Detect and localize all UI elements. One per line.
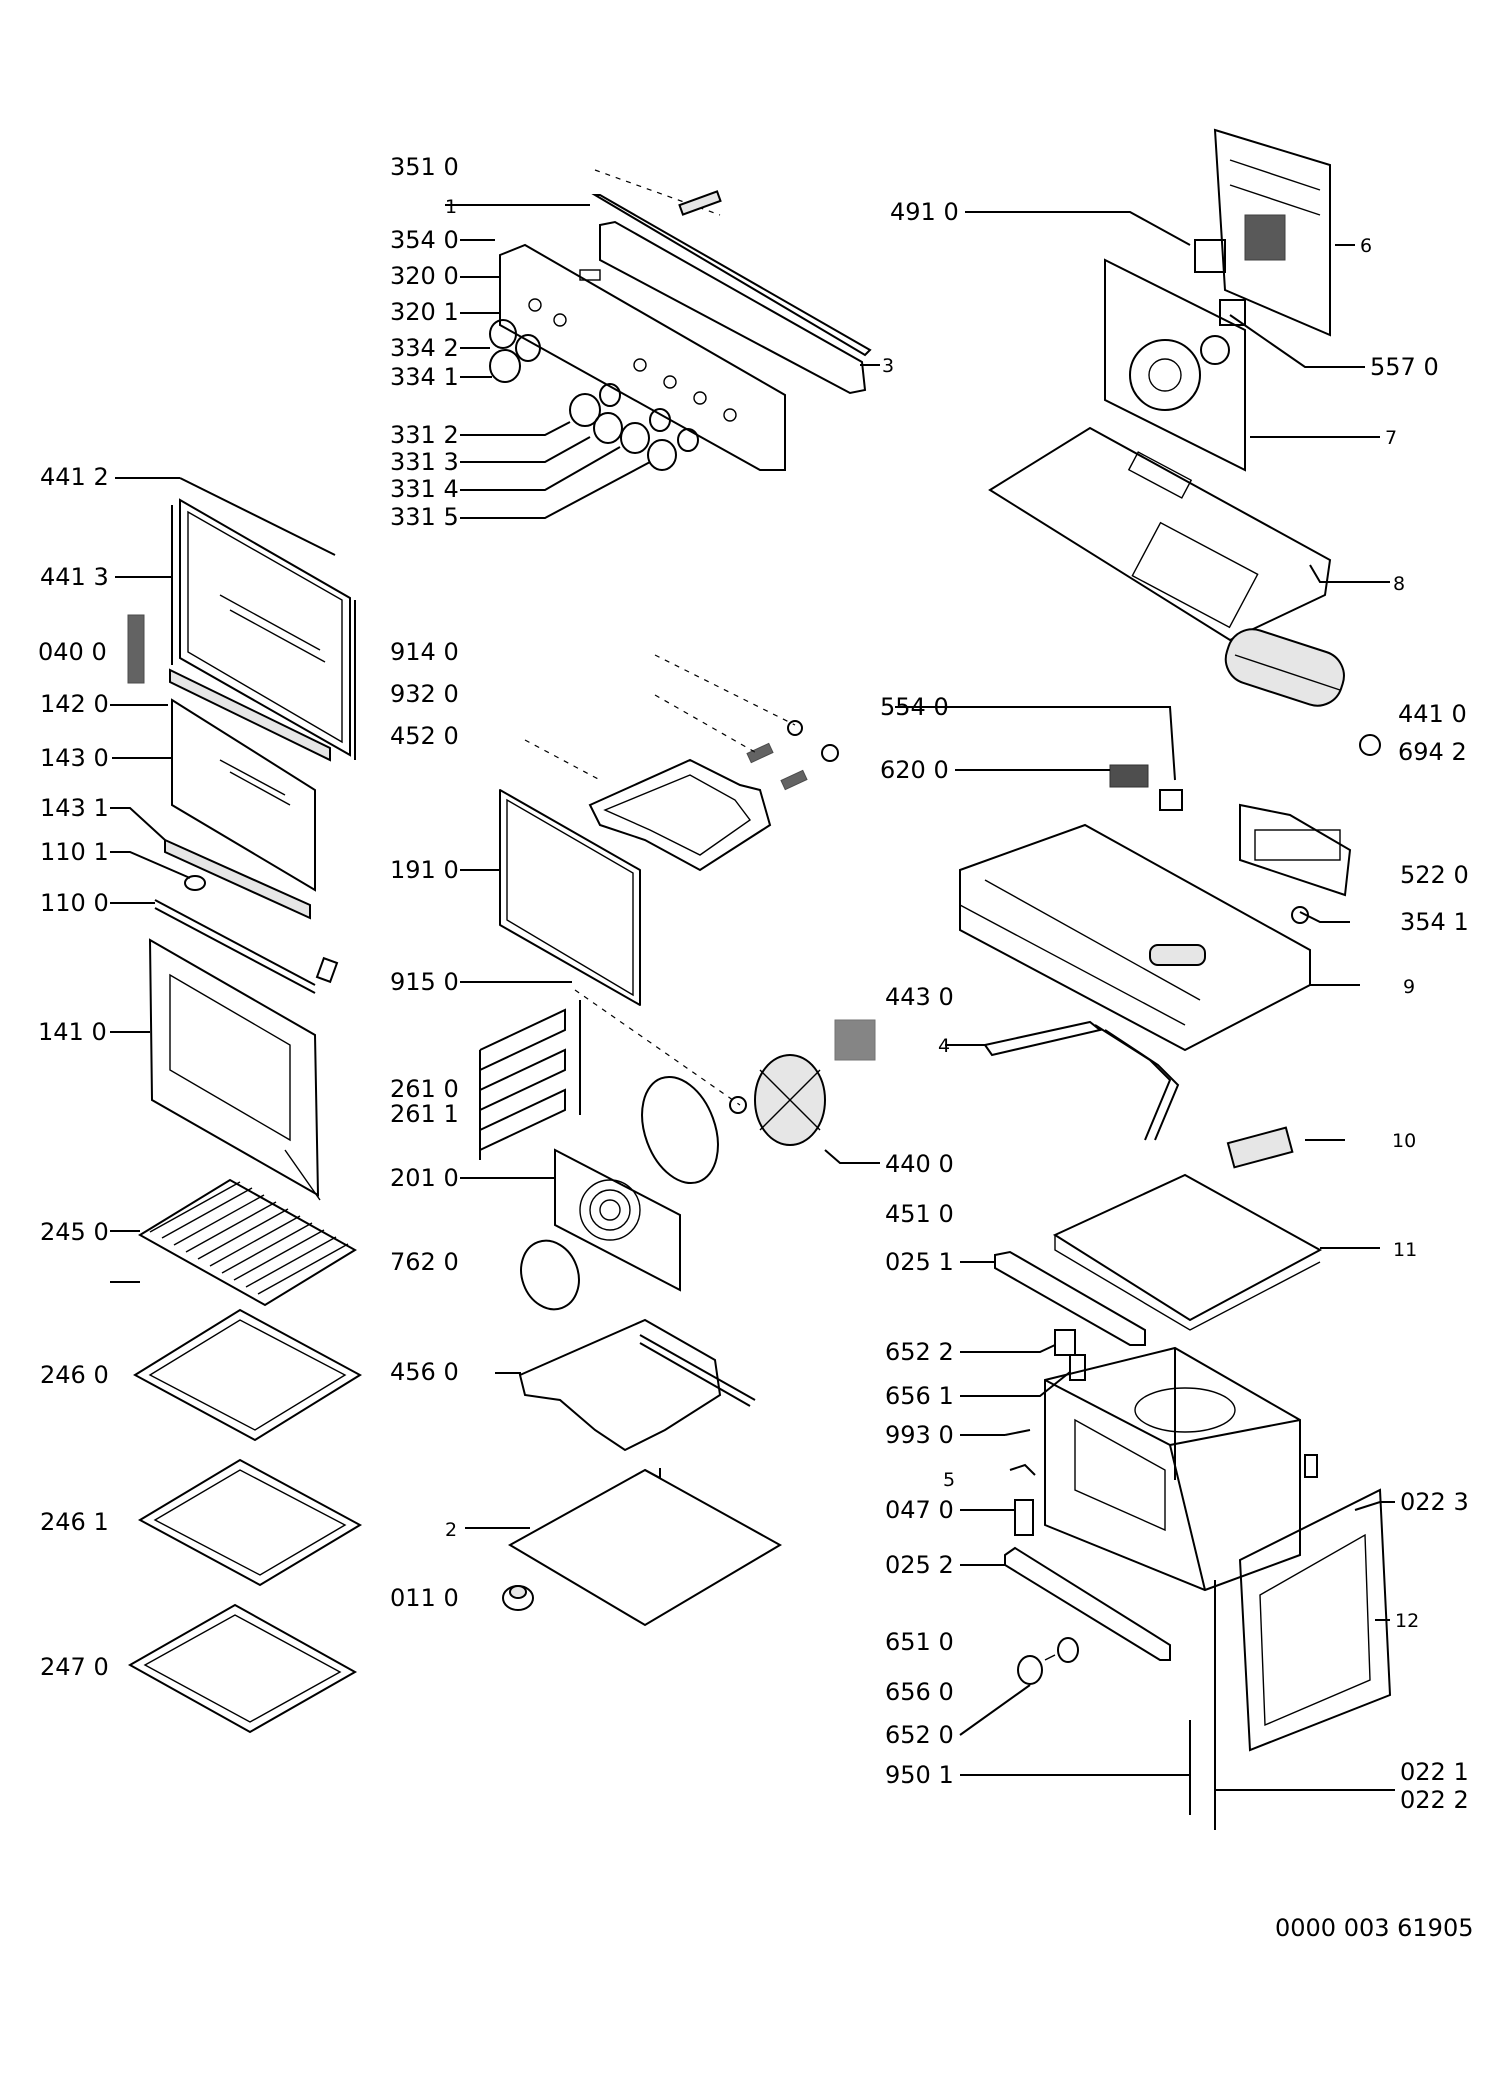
knobs	[489, 319, 699, 471]
label-247-0: 247 0	[40, 1653, 109, 1681]
label-5: 5	[943, 1469, 955, 1491]
label-11: 11	[1393, 1239, 1417, 1261]
label-12: 12	[1395, 1610, 1419, 1632]
label-456-0: 456 0	[390, 1358, 459, 1386]
label-334-2: 334 2	[390, 334, 459, 362]
label-1: 1	[445, 196, 457, 218]
label-652-0: 652 0	[885, 1721, 954, 1749]
label-8: 8	[1393, 573, 1405, 595]
document-number: 0000 003 61905	[1275, 1914, 1474, 1942]
label-331-2: 331 2	[390, 421, 459, 449]
label-143-1: 143 1	[40, 794, 109, 822]
label-762-0: 762 0	[390, 1248, 459, 1276]
label-143-0: 143 0	[40, 744, 109, 772]
label-011-0: 011 0	[390, 1584, 459, 1612]
base-tray	[959, 823, 1311, 1052]
label-620-0: 620 0	[880, 756, 949, 784]
label-022-3: 022 3	[1400, 1488, 1469, 1516]
rear-panel-group	[988, 128, 1332, 642]
label-651-0: 651 0	[885, 1628, 954, 1656]
label-441-3: 441 3	[40, 563, 109, 591]
label-993-0: 993 0	[885, 1421, 954, 1449]
label-022-2: 022 2	[1400, 1786, 1469, 1814]
label-2: 2	[445, 1519, 457, 1541]
label-245-0: 245 0	[40, 1218, 109, 1246]
control-panel-group	[489, 169, 872, 471]
label-320-0: 320 0	[390, 262, 459, 290]
label-914-0: 914 0	[390, 638, 459, 666]
label-443-0: 443 0	[885, 983, 954, 1011]
label-142-0: 142 0	[40, 690, 109, 718]
label-3: 3	[882, 355, 894, 377]
label-915-0: 915 0	[390, 968, 459, 996]
label-191-0: 191 0	[390, 856, 459, 884]
middle-group	[479, 654, 876, 1627]
label-452-0: 452 0	[390, 722, 459, 750]
label-331-5: 331 5	[390, 503, 459, 531]
label-320-1: 320 1	[390, 298, 459, 326]
oven-door-group	[127, 477, 356, 1201]
label-354-1: 354 1	[1400, 908, 1469, 936]
label-022-1: 022 1	[1400, 1758, 1469, 1786]
label-652-2: 652 2	[885, 1338, 954, 1366]
label-694-2: 694 2	[1398, 738, 1467, 766]
label-656-1: 656 1	[885, 1382, 954, 1410]
label-025-1: 025 1	[885, 1248, 954, 1276]
label-261-0: 261 0	[390, 1075, 459, 1103]
label-354-0: 354 0	[390, 226, 459, 254]
label-331-4: 331 4	[390, 475, 459, 503]
label-440-0: 440 0	[885, 1150, 954, 1178]
label-201-0: 201 0	[390, 1164, 459, 1192]
switch-group	[1109, 764, 1352, 924]
label-334-1: 334 1	[390, 363, 459, 391]
label-331-3: 331 3	[390, 448, 459, 476]
label-351-0: 351 0	[390, 153, 459, 181]
label-932-0: 932 0	[390, 680, 459, 708]
label-110-0: 110 0	[40, 889, 109, 917]
label-7: 7	[1385, 427, 1397, 449]
label-441-2: 441 2	[40, 463, 109, 491]
label-441-0: 441 0	[1398, 700, 1467, 728]
label-246-0: 246 0	[40, 1361, 109, 1389]
pipe-4	[983, 1020, 1180, 1141]
label-522-0: 522 0	[1400, 861, 1469, 889]
label-025-2: 025 2	[885, 1551, 954, 1579]
label-554-0: 554 0	[880, 693, 949, 721]
label-6: 6	[1360, 235, 1372, 257]
label-451-0: 451 0	[885, 1200, 954, 1228]
rear-heating-element	[1224, 628, 1381, 756]
label-047-0: 047 0	[885, 1496, 954, 1524]
label-261-1: 261 1	[390, 1100, 459, 1128]
label-040-0: 040 0	[38, 638, 107, 666]
label-950-1: 950 1	[885, 1761, 954, 1789]
label-656-0: 656 0	[885, 1678, 954, 1706]
label-110-1: 110 1	[40, 838, 109, 866]
trays-group	[127, 1178, 363, 1734]
label-141-0: 141 0	[38, 1018, 107, 1046]
label-10: 10	[1392, 1130, 1416, 1152]
label-246-1: 246 1	[40, 1508, 109, 1536]
part-labels: 351 0 1 354 0 320 0 320 1 334 2 334 1 3 …	[38, 153, 1469, 1814]
label-9: 9	[1403, 976, 1415, 998]
label-491-0: 491 0	[890, 198, 959, 226]
lower-right-group	[994, 1126, 1392, 1830]
label-4: 4	[938, 1035, 950, 1057]
leader-lines	[110, 204, 1395, 1791]
label-557-0: 557 0	[1370, 353, 1439, 381]
